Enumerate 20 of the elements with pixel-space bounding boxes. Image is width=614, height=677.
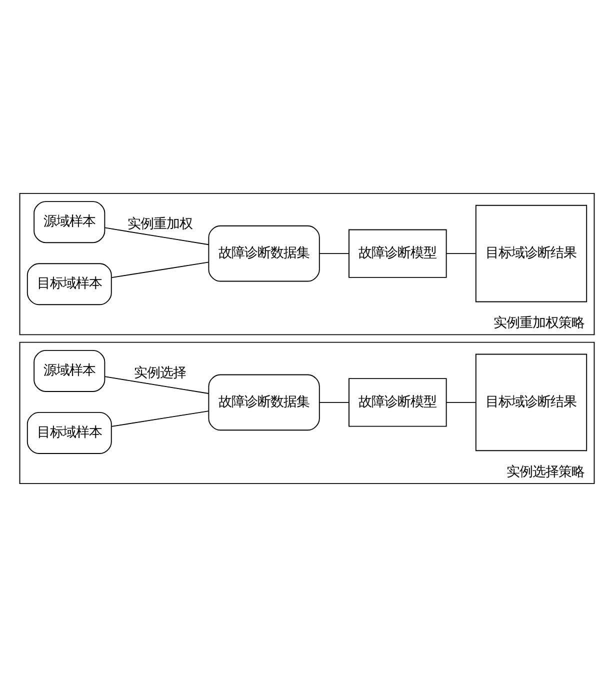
node-box: 故障诊断模型: [348, 229, 447, 278]
node-box: 源域样本: [34, 350, 106, 392]
connector: [446, 253, 476, 254]
node-box: 目标域样本: [26, 263, 112, 306]
connector: [446, 402, 476, 403]
node-box: 源域样本: [34, 201, 106, 244]
edge-label: 实例选择: [134, 366, 186, 381]
node-box: 目标域样本: [26, 412, 112, 454]
connector: [319, 253, 350, 254]
node-box: 目标域诊断结果: [475, 204, 588, 302]
node-box: 故障诊断数据集: [208, 374, 320, 431]
node-box: 故障诊断数据集: [208, 225, 320, 282]
edge-label: 实例重加权: [128, 216, 193, 232]
connector: [111, 262, 210, 278]
node-box: 故障诊断模型: [348, 378, 447, 427]
connector: [104, 227, 210, 246]
node-box: 目标域诊断结果: [475, 354, 588, 452]
connector: [111, 410, 210, 427]
connector: [319, 402, 350, 403]
connector: [104, 376, 210, 394]
